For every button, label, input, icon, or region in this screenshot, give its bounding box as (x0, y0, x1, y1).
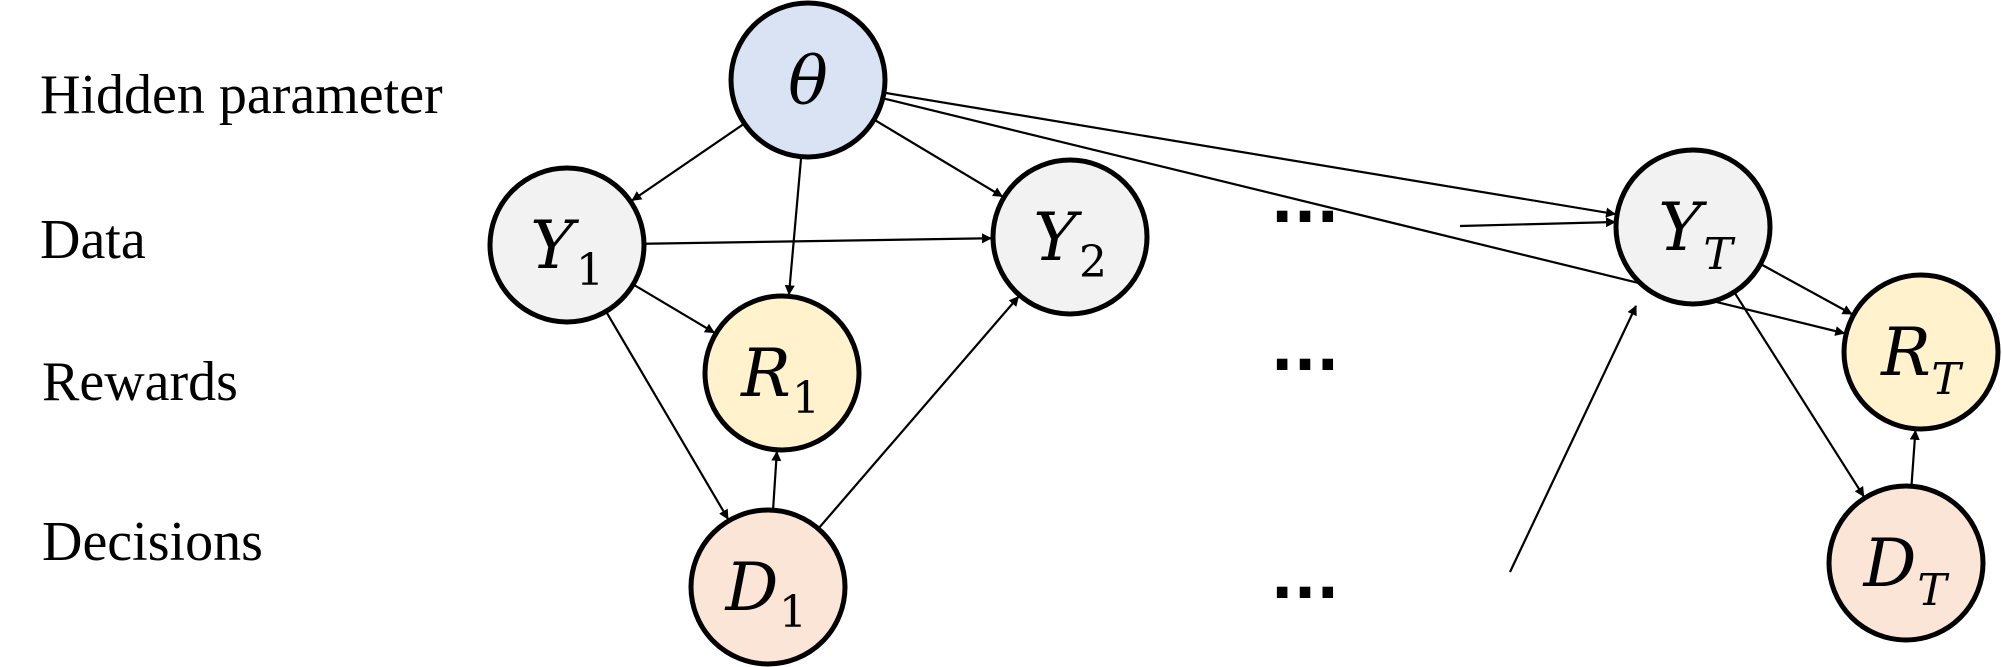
node-rt-subscript: T (1931, 354, 1964, 405)
node-y2-label: Y (1033, 199, 1082, 276)
nodes-group: θ Y 1 Y 2 Y T R 1 R T D (487, 0, 2001, 667)
node-y1-subscript: 1 (576, 245, 604, 296)
node-r1-label: R (740, 335, 791, 412)
edge-y1-to-r1 (632, 283, 715, 334)
node-yt: Y T (1613, 147, 1773, 307)
node-rt-label: R (1880, 314, 1931, 391)
edge-theta-to-y1 (631, 122, 746, 202)
node-dt: D T (1826, 483, 1986, 643)
edges-group (605, 91, 1920, 530)
node-dt-label: D (1863, 525, 1917, 602)
node-yt-label: Y (1658, 189, 1707, 266)
node-theta-label: θ (788, 43, 828, 120)
edge-dt-to-rt (1909, 429, 1920, 487)
edge-d1-to-r1 (771, 450, 782, 511)
node-r1-subscript: 1 (792, 373, 820, 424)
node-yt-subscript: T (1703, 229, 1736, 280)
edge-y1-to-d1 (605, 310, 729, 520)
ellipsis-decisions-row: ... (1271, 543, 1339, 613)
node-r1-circle (702, 293, 862, 453)
node-dt-circle (1826, 483, 1986, 643)
node-theta-circle (728, 0, 888, 160)
row-label-decisions: Decisions (42, 511, 263, 573)
row-label-hidden-parameter: Hidden parameter (40, 64, 443, 126)
node-d1-circle (688, 507, 848, 667)
node-r1: R 1 (702, 293, 862, 453)
node-y1-circle (487, 165, 647, 325)
node-y1: Y 1 (487, 165, 647, 325)
node-d1: D 1 (688, 507, 848, 667)
node-y2-circle (990, 157, 1150, 317)
row-label-rewards: Rewards (42, 351, 238, 413)
node-y2-subscript: 2 (1079, 237, 1107, 288)
row-label-data: Data (40, 209, 146, 271)
edge-yt-to-dt (1733, 291, 1865, 498)
node-d1-subscript: 1 (779, 587, 807, 638)
node-yt-circle (1613, 147, 1773, 307)
node-y2: Y 2 (990, 157, 1150, 317)
node-theta: θ (728, 0, 888, 160)
node-rt: R T (1841, 272, 2001, 432)
node-y1-label: Y (530, 207, 579, 284)
edge-y1-to-y2 (643, 233, 993, 245)
ellipsis-data-row: ... (1271, 167, 1339, 237)
node-dt-subscript: T (1917, 565, 1950, 616)
edge-yt-to-rt (1759, 263, 1853, 315)
edge-theta-to-y2 (873, 118, 1004, 198)
edge-elided-decision-to-yt (1509, 305, 1637, 573)
node-rt-circle (1841, 272, 2001, 432)
edge-elided-to-yt (1459, 217, 1616, 228)
edge-theta-to-r1 (784, 156, 803, 296)
edge-theta-to-yt (883, 91, 1617, 218)
node-d1-label: D (725, 549, 779, 626)
edge-d1-to-y2 (817, 296, 1020, 530)
ellipsis-rewards-row: ... (1271, 315, 1339, 385)
